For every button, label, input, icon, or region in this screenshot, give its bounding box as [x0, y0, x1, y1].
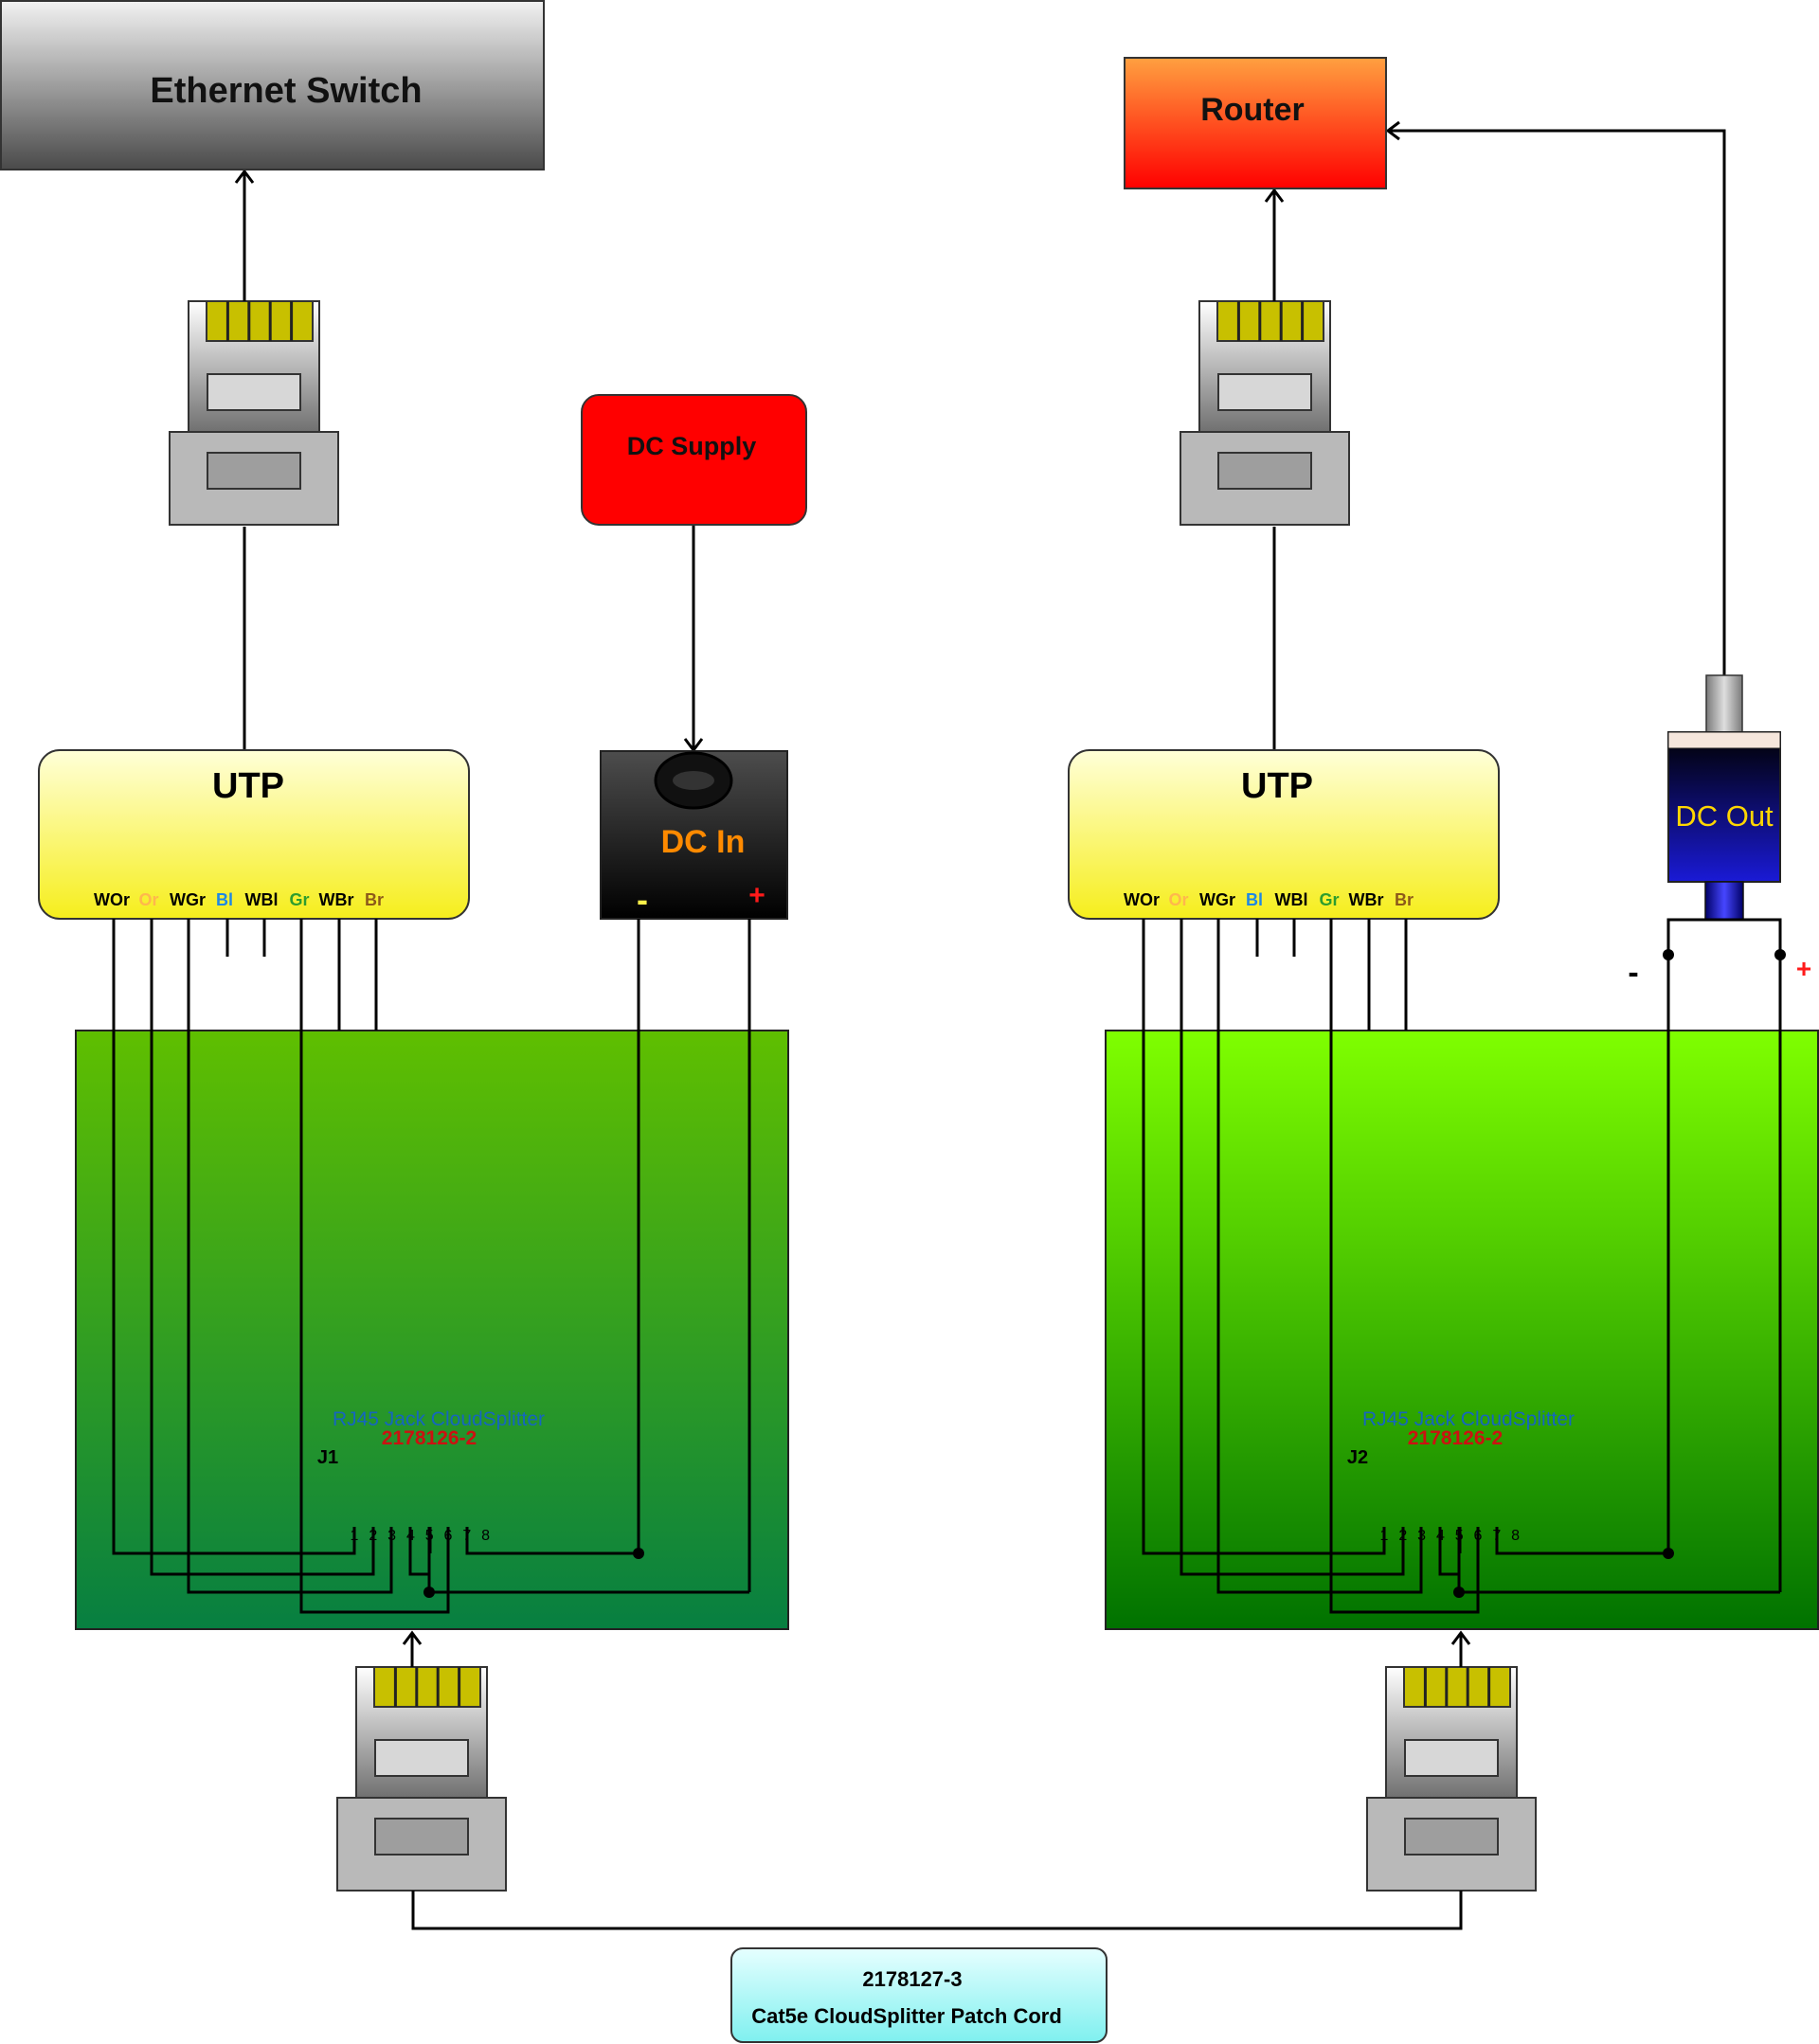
utp-pair-label: WBl: [1275, 890, 1308, 909]
cloudsplitter-board-right: [1105, 1030, 1819, 1630]
utp-left-pair-labels: WOr Or WGr Bl WBl Gr WBr Br: [94, 890, 384, 909]
utp-right-title: UTP: [1241, 766, 1313, 806]
utp-pair-label: Gr: [289, 890, 309, 909]
junction-dot: [1663, 949, 1674, 960]
jack-pin-label: 3: [1417, 1528, 1426, 1544]
arrow-head-icon: [402, 1630, 423, 1645]
dc-in-label: DC In: [661, 824, 746, 860]
utp-pair-label: WBr: [319, 890, 354, 909]
arrow-head-icon: [1264, 188, 1285, 203]
router-label: Router: [1200, 92, 1305, 128]
patch-cord-part: 2178127-3: [862, 1967, 962, 1991]
rj45-plug-icon: [169, 300, 339, 526]
wire-pin2: [1180, 919, 1405, 1576]
utp-left-title: UTP: [212, 766, 284, 806]
jack-pin-label: 4: [406, 1528, 415, 1544]
rj45-plug-icon: [1366, 1666, 1537, 1892]
wire-layer: [234, 120, 1726, 1930]
wire-pin3: [1216, 919, 1423, 1594]
utp-pair-label: WOr: [94, 890, 130, 909]
utp-pair-label: WBr: [1349, 890, 1384, 909]
dc-in-minus: -: [637, 880, 648, 919]
wire-pin3: [187, 919, 393, 1594]
jack-right-part: 2178126-2: [1408, 1427, 1503, 1449]
jack-left-ref: J1: [317, 1447, 338, 1468]
dc-supply-label: DC Supply: [627, 432, 757, 460]
patch-cord-name: Cat5e CloudSplitter Patch Cord: [751, 2004, 1062, 2028]
rj45-plug-icon: [1180, 300, 1350, 526]
utp-right: UTP WOr Or WGr Bl WBl Gr WBr Br: [1068, 749, 1500, 920]
board-wire-layer: [112, 918, 1786, 1614]
jack-pin-label: 7: [462, 1528, 471, 1544]
junction-dot: [1663, 1548, 1674, 1559]
dc-out-minus: -: [1628, 955, 1638, 991]
jack-right-ref: J2: [1347, 1447, 1368, 1468]
jack-pin-label: 1: [351, 1528, 359, 1544]
jack-pin-label: 5: [1455, 1528, 1464, 1544]
jack-pin-label: 6: [1474, 1528, 1483, 1544]
dc-supply[interactable]: DC Supply: [581, 394, 807, 526]
dc-in-plus: +: [748, 880, 765, 911]
utp-left: UTP WOr Or WGr Bl WBl Gr WBr Br: [38, 749, 470, 920]
wire-pin2: [150, 919, 375, 1576]
wire-pin6: [1329, 919, 1480, 1614]
junction-dot: [1774, 949, 1786, 960]
cloudsplitter-board-left: [75, 1030, 789, 1630]
wire-pin8-minus: [465, 1527, 639, 1555]
utp-right-pair-labels: WOr Or WGr Bl WBl Gr WBr Br: [1124, 890, 1414, 909]
dc-out-plus: +: [1796, 954, 1811, 983]
arrow-head-icon: [234, 169, 255, 184]
jack-pin-label: 5: [425, 1528, 434, 1544]
utp-pair-label: WGr: [1199, 890, 1235, 909]
junction-dot: [633, 1548, 644, 1559]
junction-dot: [1453, 1587, 1465, 1598]
rj45-plug-icon: [336, 1666, 507, 1892]
arrow-head-icon: [1450, 1630, 1471, 1645]
jack-pin-label: 6: [444, 1528, 453, 1544]
utp-pair-label: Bl: [1246, 890, 1263, 909]
utp-pair-label: Bl: [216, 890, 233, 909]
utp-pair-label: Or: [138, 890, 158, 909]
wire-pin1: [112, 919, 356, 1555]
ethernet-switch[interactable]: Ethernet Switch: [0, 0, 545, 170]
jack-pin-label: 2: [369, 1528, 377, 1544]
wire-pin1: [1142, 919, 1386, 1555]
wire-dc-out-router: [1388, 129, 1726, 675]
patch-cord: 2178127-3 Cat5e CloudSplitter Patch Cord: [730, 1947, 1108, 2043]
jack-left-part: 2178126-2: [382, 1427, 477, 1449]
ethernet-switch-label: Ethernet Switch: [150, 71, 422, 111]
utp-pair-label: WOr: [1124, 890, 1160, 909]
arrow-head-icon: [1385, 120, 1400, 141]
jack-pin-label: 4: [1436, 1528, 1445, 1544]
jack-left-title: RJ45 Jack CloudSplitter: [333, 1408, 545, 1430]
dc-in-jack: DC In - +: [600, 750, 788, 920]
jack-right-title: RJ45 Jack CloudSplitter: [1362, 1408, 1575, 1430]
jack-pin-label: 2: [1398, 1528, 1407, 1544]
utp-pair-label: Br: [365, 890, 384, 909]
utp-pair-label: Gr: [1319, 890, 1339, 909]
jack-pin-label: 7: [1492, 1528, 1501, 1544]
wire-pin6: [299, 919, 450, 1614]
utp-pair-label: WBl: [245, 890, 279, 909]
wire-dc-out-split: [1666, 918, 1782, 955]
dc-out-plug: DC Out: [1667, 674, 1781, 921]
junction-dot: [423, 1587, 435, 1598]
utp-pair-label: Br: [1395, 890, 1414, 909]
utp-pair-label: Or: [1168, 890, 1188, 909]
jack-pin-label: 3: [387, 1528, 396, 1544]
jack-pin-label: 1: [1380, 1528, 1389, 1544]
jack-pin-label: 8: [1511, 1528, 1520, 1544]
router[interactable]: Router: [1124, 57, 1387, 189]
jack-pin-label: 8: [481, 1528, 490, 1544]
dc-out-label: DC Out: [1675, 799, 1774, 833]
wire-pin8-minus: [1495, 1527, 1668, 1555]
wire-patch-cord: [411, 1891, 1463, 1930]
utp-pair-label: WGr: [170, 890, 206, 909]
